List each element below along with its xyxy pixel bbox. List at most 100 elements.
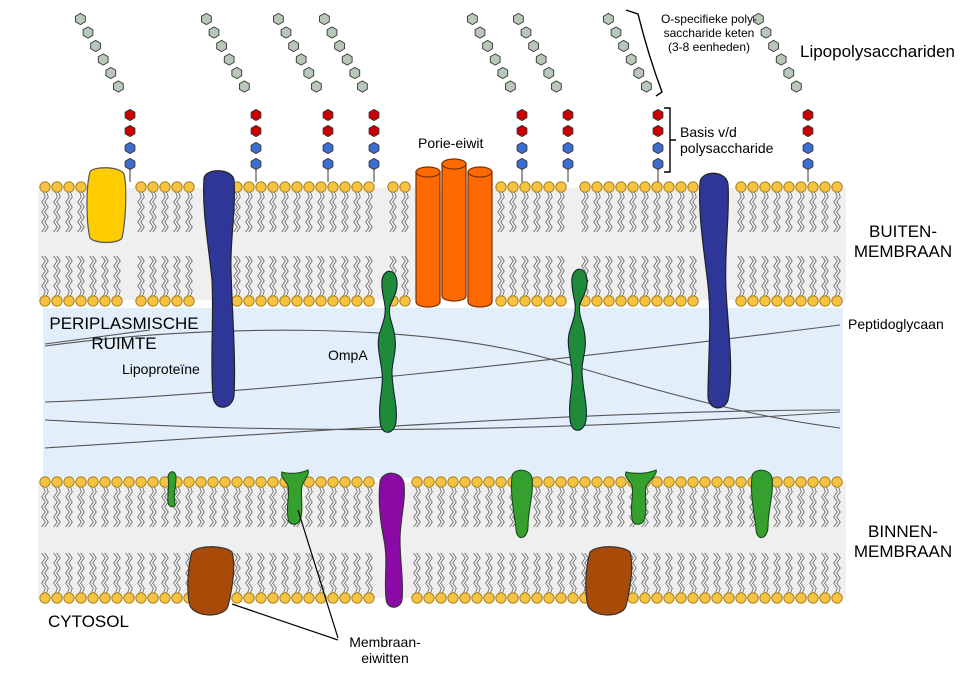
inner-green-protein-small (167, 471, 177, 508)
lipid-molecule (435, 476, 447, 604)
core-sugar-red (516, 124, 528, 138)
lipid-molecule (327, 181, 339, 307)
lipid-molecule (159, 476, 171, 604)
o-chain-brace (625, 9, 663, 97)
o-chain-sugar-unit (543, 66, 555, 80)
lipid-molecule (243, 476, 255, 604)
o-chain-sugar-unit (625, 53, 637, 66)
o-chain-sugar-unit (303, 66, 315, 80)
core-sugar-blue (322, 141, 334, 155)
lipid-molecule (807, 476, 819, 604)
lipid-molecule (615, 181, 627, 307)
core-sugar-blue (368, 141, 380, 155)
lipid-molecule (255, 181, 267, 307)
core-sugar-blue (652, 157, 664, 171)
lipid-molecule (831, 181, 843, 307)
porin-cylinder-left (415, 171, 441, 308)
yellow-membrane-protein (86, 167, 127, 244)
lipid-molecule (291, 181, 303, 307)
core-sugar-blue (562, 141, 574, 155)
lipid-molecule (183, 181, 195, 307)
lipid-molecule (819, 476, 831, 604)
lipid-molecule (243, 181, 255, 307)
peptidoglycan-label: Peptidoglycaan (848, 316, 944, 332)
porin-cylinder-right (467, 171, 493, 308)
core-sugar-blue (250, 141, 262, 155)
lipid-molecule (75, 476, 87, 604)
o-chain-sugar-unit (551, 80, 562, 93)
o-chain-sugar-unit (239, 80, 250, 93)
o-chain-sugar-unit (467, 12, 478, 26)
core-sugar-blue (250, 157, 262, 171)
o-chain-sugar-unit (357, 80, 368, 93)
o-chain-sugar-unit (231, 66, 243, 80)
o-chain-sugar-unit (288, 39, 299, 53)
lipid-molecule (795, 476, 807, 604)
membrane-proteins-line-1: Membraan- (349, 634, 421, 650)
leader-line (297, 509, 339, 639)
inner-membrane (39, 476, 843, 604)
core-line-1: Basis v/d (680, 124, 737, 140)
lps-chain (467, 12, 528, 182)
lipid-molecule (111, 476, 123, 604)
lipid-molecule (783, 476, 795, 604)
brown-membrane-protein-right (585, 546, 633, 616)
lipoprotein-left (203, 170, 236, 408)
core-sugar-red (124, 108, 136, 122)
lipid-molecule (675, 181, 687, 307)
lipid-molecule (711, 476, 723, 604)
lps-chain (201, 12, 262, 182)
lipoprotein-label: Lipoproteïne (122, 361, 200, 377)
core-sugar-blue (322, 157, 334, 171)
o-chain-sugar-unit (311, 80, 322, 93)
core-sugar-red (562, 124, 574, 138)
lps-braces (625, 9, 676, 173)
lipid-molecule (663, 476, 675, 604)
lipid-molecule (519, 181, 531, 307)
porin-label: Porie-eiwit (418, 135, 484, 151)
lps-chain (603, 12, 664, 182)
lipid-molecule (651, 476, 663, 604)
lipid-molecule (327, 476, 339, 604)
lps-chain (75, 12, 136, 182)
o-chain-sugar-unit (90, 39, 101, 53)
core-sugar-red (124, 124, 136, 138)
outer-membrane-label: BUITEN- MEMBRAAN (846, 222, 960, 261)
lipopolysaccharide-layer (75, 12, 814, 182)
peptidoglycan-strand (44, 409, 841, 449)
o-chain-sugar-unit (528, 39, 539, 53)
lipid-molecule (807, 181, 819, 307)
membrane-protein-leader-lines (231, 509, 339, 641)
lipid-molecule (735, 476, 747, 604)
lipid-molecule (759, 181, 771, 307)
lipid-molecule (255, 476, 267, 604)
lipid-molecule (831, 476, 843, 604)
lipid-molecule (771, 476, 783, 604)
lipid-molecule (507, 181, 519, 307)
lipid-molecule (171, 181, 183, 307)
lipid-molecule (687, 476, 699, 604)
lipid-molecule (819, 181, 831, 307)
o-chain-sugar-unit (641, 80, 652, 93)
core-sugar-red (322, 108, 334, 122)
lipid-molecule (555, 476, 567, 604)
core-sugar-red (802, 124, 814, 138)
lipid-molecule (99, 476, 111, 604)
o-chain-sugar-unit (280, 26, 292, 39)
ompa-protein-right (567, 268, 588, 431)
core-sugar-red (652, 108, 664, 122)
lipid-molecule (279, 181, 291, 307)
lipid-molecule (747, 181, 759, 307)
lipid-molecule (771, 181, 783, 307)
lipid-molecule (459, 476, 471, 604)
core-sugar-blue (124, 141, 136, 155)
lipid-molecule (351, 476, 363, 604)
core-sugar-blue (652, 141, 664, 155)
o-chain-sugar-unit (97, 53, 109, 66)
o-chain-sugar-unit (341, 53, 353, 66)
o-chain-sugar-unit (201, 12, 212, 26)
lipid-molecule (123, 476, 135, 604)
lipid-molecule (663, 181, 675, 307)
lipid-molecule (39, 476, 51, 604)
lipid-molecule (795, 181, 807, 307)
